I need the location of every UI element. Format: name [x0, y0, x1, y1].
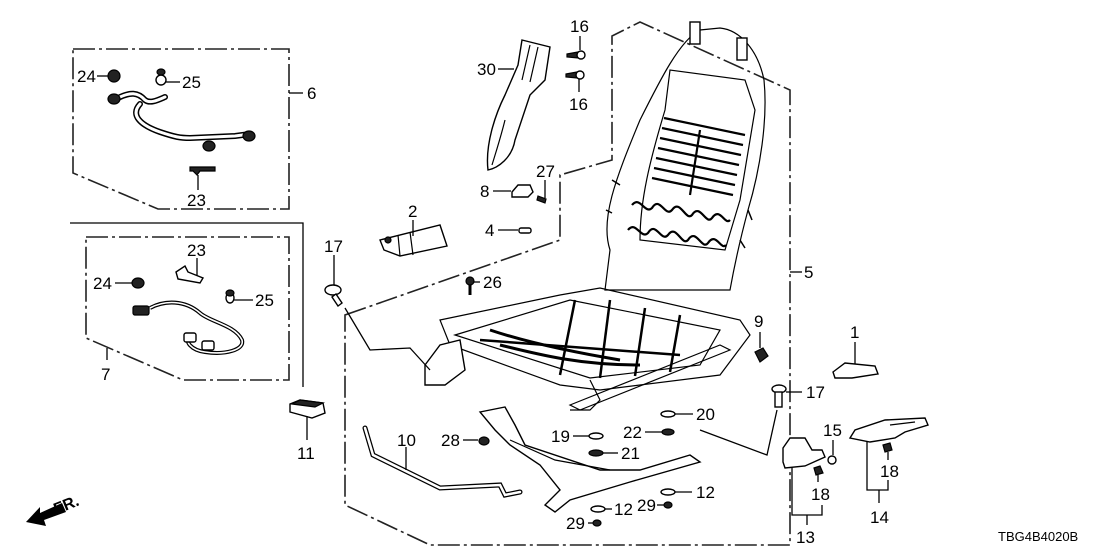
front-direction-arrow-icon — [26, 503, 66, 526]
callout-5[interactable]: 5 — [804, 263, 813, 282]
washer-part-19[interactable] — [573, 432, 604, 440]
callout-12a[interactable]: 12 — [696, 483, 715, 502]
callout-2[interactable]: 2 — [408, 202, 417, 221]
pin-part-4[interactable] — [498, 227, 532, 234]
callout-12b[interactable]: 12 — [614, 500, 633, 519]
washer-part-21[interactable] — [588, 449, 618, 457]
clip-icon — [107, 69, 121, 83]
callout-22[interactable]: 22 — [623, 423, 642, 442]
washer-part-12b[interactable] — [590, 505, 612, 513]
callout-27[interactable]: 27 — [536, 162, 555, 181]
callout-18a[interactable]: 18 — [811, 485, 830, 504]
callout-10[interactable]: 10 — [397, 431, 416, 450]
nut-part-29a[interactable] — [657, 501, 673, 509]
seatback-frame[interactable] — [604, 21, 766, 291]
callout-29a[interactable]: 29 — [637, 496, 656, 515]
callout-9[interactable]: 9 — [754, 312, 763, 331]
cover-part-13[interactable] — [782, 437, 837, 525]
callout-1[interactable]: 1 — [850, 323, 859, 342]
washer-part-12a[interactable] — [660, 488, 692, 496]
clip-part-9[interactable] — [754, 332, 769, 363]
rod-part-10[interactable] — [362, 425, 523, 498]
connector-part-11[interactable] — [289, 399, 326, 440]
callout-7[interactable]: 7 — [101, 365, 110, 384]
callout-labels: 1 2 4 5 6 7 8 9 10 11 12 12 13 14 15 16 … — [51, 17, 1078, 547]
callout-16b[interactable]: 16 — [569, 95, 588, 114]
rail-bracket[interactable] — [478, 406, 702, 513]
callout-28[interactable]: 28 — [441, 431, 460, 450]
cover-part-2[interactable] — [379, 220, 448, 257]
direction-label: FR. — [51, 493, 81, 518]
bolt-part-26[interactable] — [465, 276, 480, 295]
bracket-part-1[interactable] — [832, 342, 879, 379]
callout-15[interactable]: 15 — [823, 421, 842, 440]
nut-part-29b[interactable] — [588, 519, 602, 527]
callout-24a[interactable]: 24 — [77, 67, 96, 86]
nut-part-28[interactable] — [463, 436, 490, 446]
callout-23a[interactable]: 23 — [187, 191, 206, 210]
bolt-part-17-right[interactable] — [699, 384, 802, 456]
callout-4[interactable]: 4 — [485, 221, 494, 240]
callout-25a[interactable]: 25 — [182, 73, 201, 92]
side-cover-part-30[interactable] — [486, 39, 551, 171]
callout-6[interactable]: 6 — [307, 84, 316, 103]
callout-21[interactable]: 21 — [621, 444, 640, 463]
callout-19[interactable]: 19 — [551, 427, 570, 446]
callout-30[interactable]: 30 — [477, 60, 496, 79]
cover-part-8[interactable] — [493, 184, 534, 198]
washer-part-20[interactable] — [660, 410, 693, 418]
washer-part-22[interactable] — [645, 428, 675, 436]
callout-24b[interactable]: 24 — [93, 274, 112, 293]
cover-part-14[interactable] — [848, 417, 929, 503]
callout-20[interactable]: 20 — [696, 405, 715, 424]
bolt-part-17-left[interactable] — [324, 255, 431, 371]
callout-26[interactable]: 26 — [483, 273, 502, 292]
callout-17a[interactable]: 17 — [324, 237, 343, 256]
callout-8[interactable]: 8 — [480, 182, 489, 201]
screw-part-16[interactable] — [565, 36, 586, 92]
callout-29b[interactable]: 29 — [566, 514, 585, 533]
callout-17b[interactable]: 17 — [806, 383, 825, 402]
harness-kit-group-6 — [72, 48, 303, 210]
callout-11[interactable]: 11 — [297, 444, 315, 463]
callout-13[interactable]: 13 — [796, 528, 815, 547]
seat-frame-assembly-outline — [344, 21, 802, 546]
seat-cushion-frame[interactable] — [424, 287, 751, 411]
callout-14[interactable]: 14 — [870, 508, 889, 527]
sensor-harness-group-7 — [70, 222, 304, 387]
callout-18b[interactable]: 18 — [880, 462, 899, 481]
callout-25b[interactable]: 25 — [255, 291, 274, 310]
diagram-code: TBG4B4020B — [998, 529, 1078, 544]
callout-16a[interactable]: 16 — [570, 17, 589, 36]
callout-23b[interactable]: 23 — [187, 241, 206, 260]
screw-part-27[interactable] — [536, 180, 547, 204]
